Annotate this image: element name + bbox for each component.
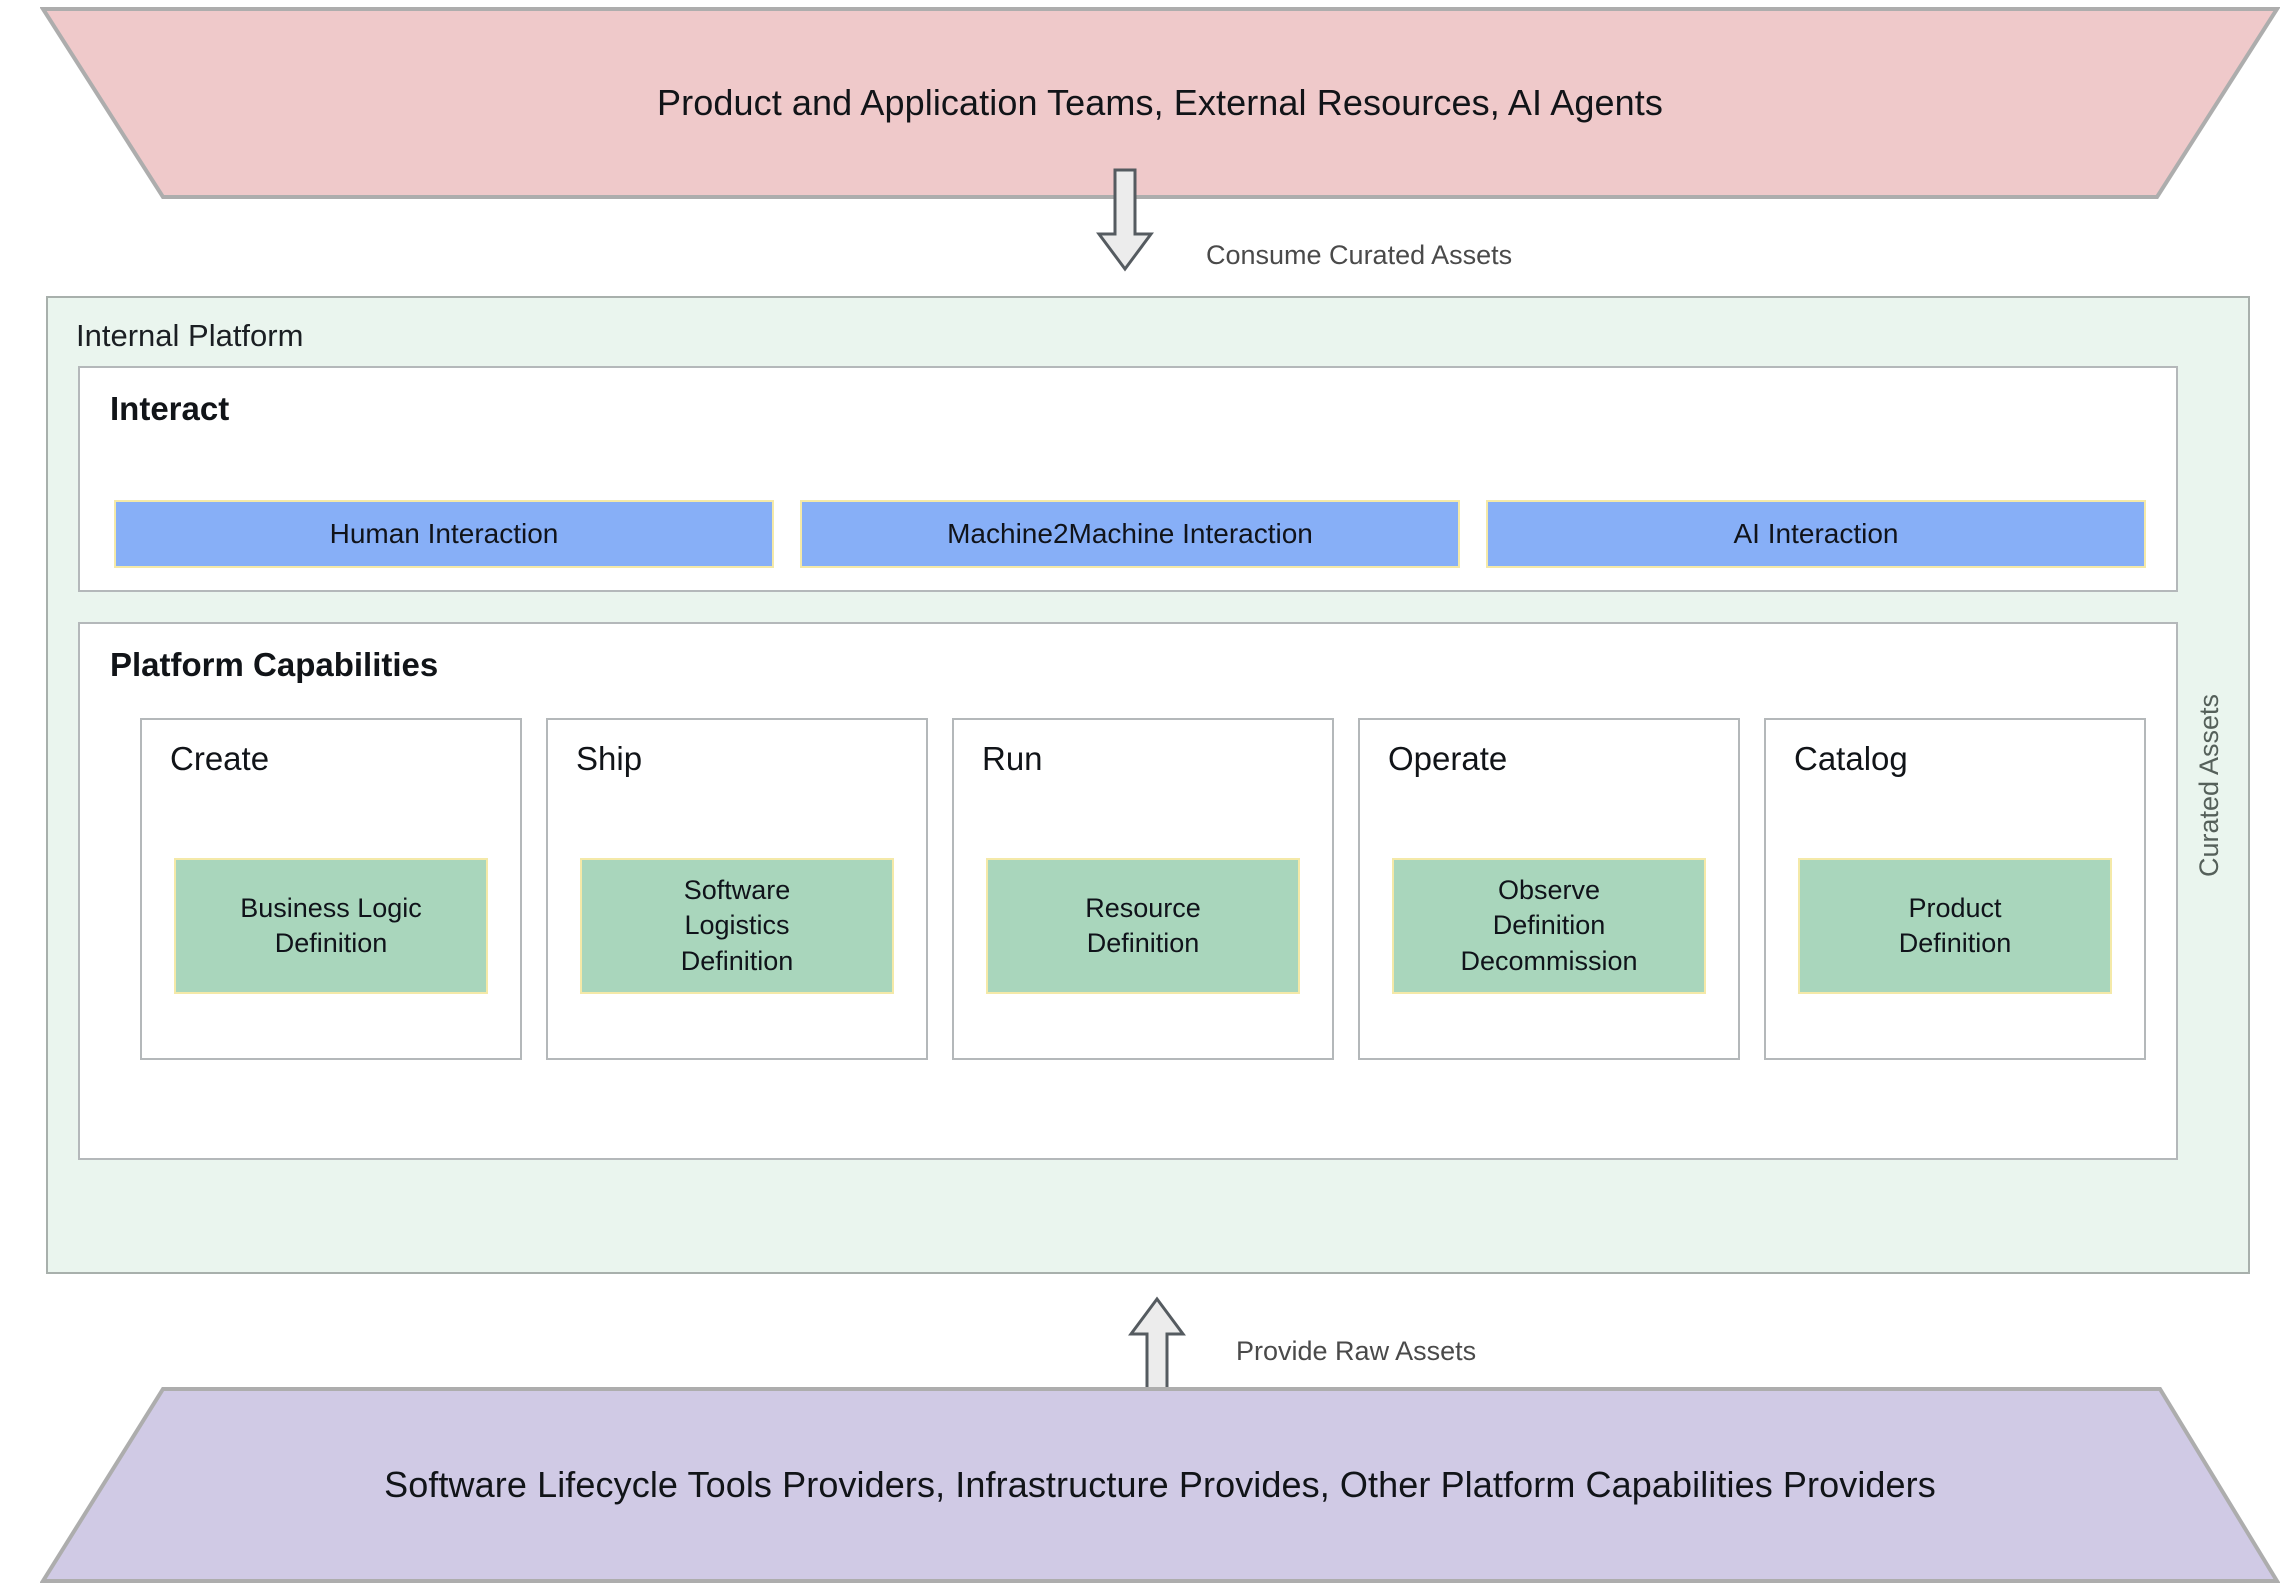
curated-assets-side-label: Curated Assets [2188, 298, 2232, 1272]
capability-asset-line: Definition [680, 945, 794, 976]
capability-asset-line: Product [1908, 892, 2002, 923]
capability-card-title: Operate [1388, 740, 1508, 777]
interaction-mode-label: Machine2Machine Interaction [947, 518, 1313, 549]
consumer-trapezoid-icon [40, 7, 2280, 199]
capability-asset-line: Definition [1086, 928, 1200, 958]
internal-platform-container: Internal Platform Curated Assets Interac… [46, 296, 2250, 1274]
interaction-mode-human[interactable]: Human Interaction [114, 500, 774, 568]
provider-actor-label: Software Lifecycle Tools Providers, Infr… [384, 1464, 1936, 1505]
capability-asset-line: Business Logic [240, 892, 422, 923]
capability-card-title: Catalog [1794, 740, 1908, 777]
interact-panel-title: Interact [110, 390, 230, 427]
capability-asset-box[interactable]: Business Logic Definition [174, 858, 488, 994]
interaction-mode-label: AI Interaction [1733, 518, 1899, 549]
capability-asset-line: Definition [274, 928, 388, 958]
platform-capabilities-panel: Platform Capabilities Create Business Lo… [78, 622, 2178, 1160]
capability-card-title: Create [170, 740, 270, 777]
interaction-mode-machine2machine[interactable]: Machine2Machine Interaction [800, 500, 1460, 568]
capability-asset-line: Observe [1497, 875, 1601, 906]
consume-flow-arrow [1096, 168, 1154, 272]
provide-flow-arrow [1128, 1296, 1186, 1400]
interaction-mode-label: Human Interaction [329, 518, 559, 549]
capability-card-run[interactable]: Run Resource Definition [952, 718, 1334, 1060]
consumer-actor-label: Product and Application Teams, External … [657, 82, 1663, 123]
interact-panel: Interact Human Interaction Machine2Machi… [78, 366, 2178, 592]
interaction-modes-row: Human Interaction Machine2Machine Intera… [114, 500, 2146, 568]
capability-card-title: Ship [576, 740, 643, 777]
internal-platform-title: Internal Platform [76, 318, 304, 353]
capability-asset-line: Logistics [684, 910, 790, 941]
platform-capabilities-title: Platform Capabilities [110, 646, 439, 683]
capability-card-ship[interactable]: Ship Software Logistics Definition [546, 718, 928, 1060]
capability-asset-box[interactable]: Software Logistics Definition [580, 858, 894, 994]
arrow-up-icon [1128, 1296, 1186, 1400]
capability-asset-line: Definition [1898, 928, 2012, 958]
provide-flow-label: Provide Raw Assets [1236, 1336, 1477, 1366]
capability-card-catalog[interactable]: Catalog Product Definition [1764, 718, 2146, 1060]
consumer-actor-shape: Product and Application Teams, External … [40, 6, 2280, 200]
capability-asset-box[interactable]: Observe Definition Decommission [1392, 858, 1706, 994]
capability-card-create[interactable]: Create Business Logic Definition [140, 718, 522, 1060]
arrow-down-icon [1096, 168, 1154, 272]
capability-asset-line: Definition [1492, 910, 1606, 941]
capability-asset-box[interactable]: Resource Definition [986, 858, 1300, 994]
curated-assets-text: Curated Assets [2194, 693, 2225, 877]
capability-asset-line: Software [683, 875, 791, 906]
capability-cards-row: Create Business Logic Definition Ship So… [140, 718, 2146, 1060]
capability-asset-line: Decommission [1460, 945, 1638, 976]
capability-card-operate[interactable]: Operate Observe Definition Decommission [1358, 718, 1740, 1060]
interaction-mode-ai[interactable]: AI Interaction [1486, 500, 2146, 568]
capability-asset-line: Resource [1085, 892, 1201, 923]
consume-flow-label: Consume Curated Assets [1206, 240, 1513, 270]
capability-asset-box[interactable]: Product Definition [1798, 858, 2112, 994]
capability-card-title: Run [982, 740, 1043, 777]
provider-actor-shape: Software Lifecycle Tools Providers, Infr… [40, 1386, 2280, 1584]
provider-trapezoid-icon [40, 1387, 2280, 1583]
